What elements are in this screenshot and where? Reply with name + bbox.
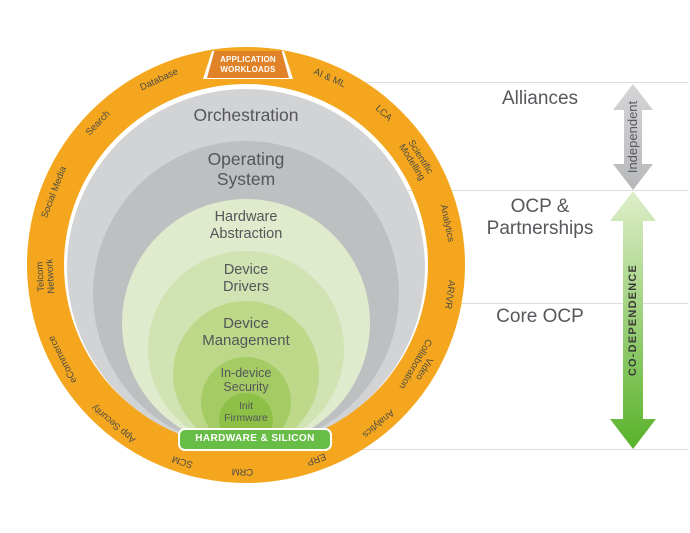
section-divider-line xyxy=(350,82,688,83)
section-divider-line xyxy=(408,190,688,191)
section-label-ocp-partnerships: OCP &Partnerships xyxy=(486,196,594,240)
co-dependence-arrow-label: CO-DEPENDENCE xyxy=(627,263,639,377)
section-divider-line xyxy=(362,449,688,450)
application-workloads-badge-line2: WORKLOADS xyxy=(220,65,276,74)
independent-arrow xyxy=(613,84,653,190)
hardware-silicon-badge: HARDWARE & SILICON xyxy=(178,428,332,451)
section-divider-line xyxy=(430,303,688,304)
application-workloads-badge-line1: APPLICATION xyxy=(220,55,276,64)
independent-arrow-label: Independent xyxy=(625,100,640,174)
section-label-alliances: Alliances xyxy=(501,88,579,109)
layer-label-orchestration: Orchestration xyxy=(193,105,299,125)
application-workloads-badge: APPLICATION WORKLOADS xyxy=(203,51,293,79)
co-dependence-arrow xyxy=(610,191,656,449)
section-label-core-ocp: Core OCP xyxy=(496,306,584,327)
